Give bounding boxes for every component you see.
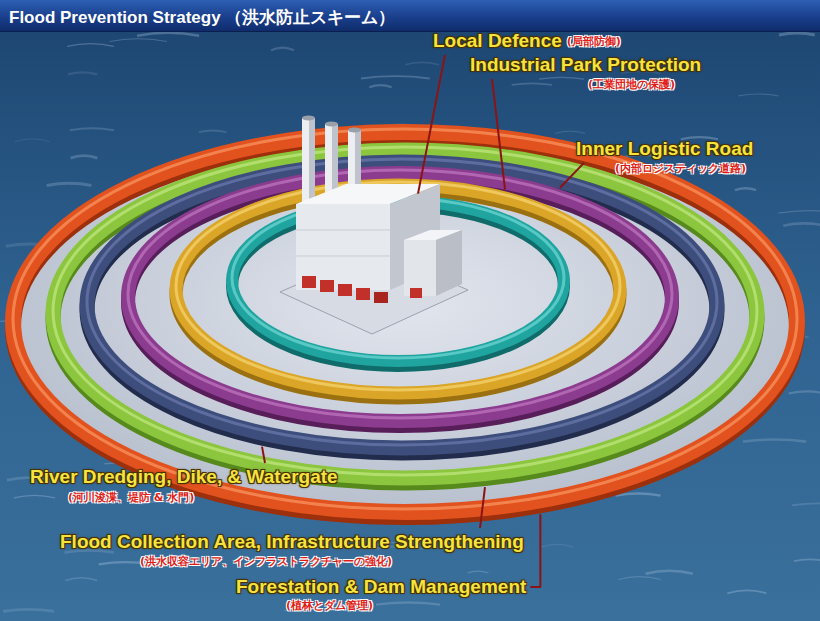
wave-stroke: [369, 85, 391, 87]
wave-stroke: [405, 62, 439, 64]
ring-label: Inner Logistic Road: [576, 138, 753, 160]
wave-stroke: [794, 559, 820, 561]
wave-stroke: [735, 188, 756, 190]
ring-label: Flood Collection Area, Infrastructure St…: [60, 531, 524, 553]
leader-line: [418, 55, 445, 194]
wave-stroke: [67, 44, 114, 47]
wave-stroke: [539, 77, 584, 79]
ring-label-japanese: (工業団地の保護): [588, 79, 675, 92]
sea-waves: [0, 33, 820, 612]
wave-stroke: [68, 72, 97, 74]
wave-stroke: [70, 128, 114, 130]
wave-stroke: [779, 33, 815, 35]
wave-stroke: [15, 139, 50, 142]
wave-stroke: [512, 83, 552, 85]
wave-stroke: [646, 571, 693, 574]
ring-label-japanese: (内部ロジスティック道路): [615, 163, 746, 176]
wave-stroke: [783, 223, 820, 225]
diagram-title: Flood Prevention Strategy （洪水防止スキーム）: [9, 6, 395, 29]
wave-stroke: [555, 131, 585, 133]
leader-line: [560, 163, 584, 188]
ring-highlight: [87, 159, 717, 445]
title-bar: Flood Prevention Strategy （洪水防止スキーム）: [0, 0, 820, 32]
ring-label: Local Defence: [433, 30, 562, 52]
leader-line: [480, 487, 485, 528]
ring-label: Forestation & Dam Management: [236, 576, 526, 598]
wave-stroke: [110, 39, 167, 42]
wave-stroke: [3, 609, 54, 611]
ring-label-japanese: (局部防御): [567, 36, 621, 49]
leader-line: [262, 447, 265, 463]
wave-stroke: [738, 94, 778, 96]
ring-highlight: [176, 182, 620, 390]
wave-stroke: [618, 577, 660, 580]
wave-stroke: [778, 211, 820, 213]
leader-line: [492, 79, 505, 190]
ring-label-japanese: (洪水収容エリア、インフラストラクチャーの強化): [140, 556, 392, 569]
defence-rings: [13, 129, 797, 517]
ring-highlight: [13, 129, 797, 509]
wave-stroke: [541, 544, 572, 547]
factory-illustration: [280, 116, 468, 335]
wave-stroke: [727, 590, 766, 593]
wave-stroke: [376, 602, 440, 604]
wave-stroke: [616, 493, 661, 495]
wave-stroke: [271, 48, 294, 51]
wave-stroke: [467, 571, 488, 573]
wave-stroke: [14, 495, 55, 498]
wave-stroke: [65, 578, 97, 581]
ring-highlight: [53, 147, 757, 475]
ring-label: Industrial Park Protection: [470, 54, 701, 76]
wave-stroke: [199, 130, 226, 132]
wave-stroke: [137, 33, 199, 36]
ring-label-japanese: (植林とダム管理): [286, 600, 373, 613]
wave-stroke: [789, 391, 820, 393]
wave-stroke: [361, 76, 430, 78]
ring-label: River Dredging, Dike, & Watergate: [30, 466, 338, 488]
wave-stroke: [743, 439, 806, 441]
wave-stroke: [71, 156, 98, 159]
ring-highlight: [128, 170, 672, 418]
ring-label-japanese: (河川浚渫、堤防 & 水門): [68, 492, 194, 505]
wave-stroke: [47, 183, 92, 185]
leader-line: [530, 514, 540, 587]
wave-stroke: [792, 503, 820, 505]
